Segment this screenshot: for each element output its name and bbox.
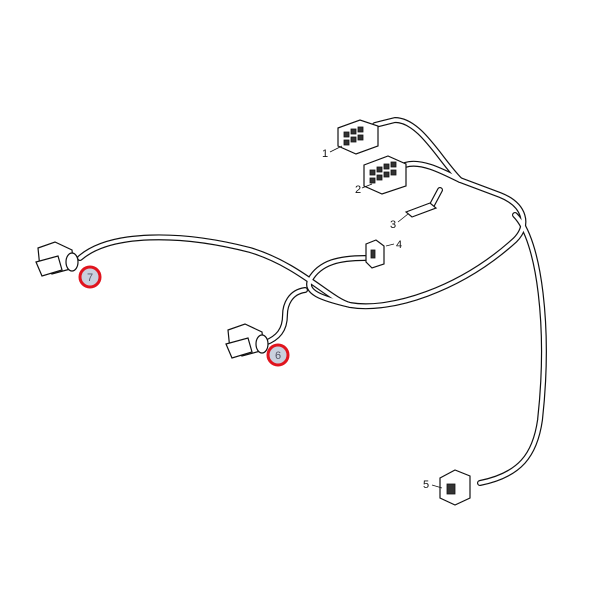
callout-7[interactable]: 7 [78,265,102,289]
connector-1 [337,119,379,155]
wire-core [263,288,307,345]
label-4: 4 [396,239,402,251]
wire-core [307,256,367,307]
wire-core [478,213,546,485]
connector-6 [225,323,269,359]
wires [77,117,547,486]
wire-core [78,161,526,309]
connector-4 [365,239,385,269]
wire-core [430,188,442,207]
connector-7 [35,241,79,277]
label-3: 3 [390,219,396,231]
label-1: 1 [322,148,328,160]
wire-core [373,118,462,182]
connector-2 [363,155,407,195]
callout-7-label: 7 [87,272,93,284]
callout-6-label: 6 [275,350,281,362]
label-5: 5 [423,479,429,491]
connector-3 [404,202,438,218]
connector-5 [439,469,471,506]
wire-outline [77,160,527,310]
label-2: 2 [355,184,361,196]
callout-6[interactable]: 6 [266,343,290,367]
